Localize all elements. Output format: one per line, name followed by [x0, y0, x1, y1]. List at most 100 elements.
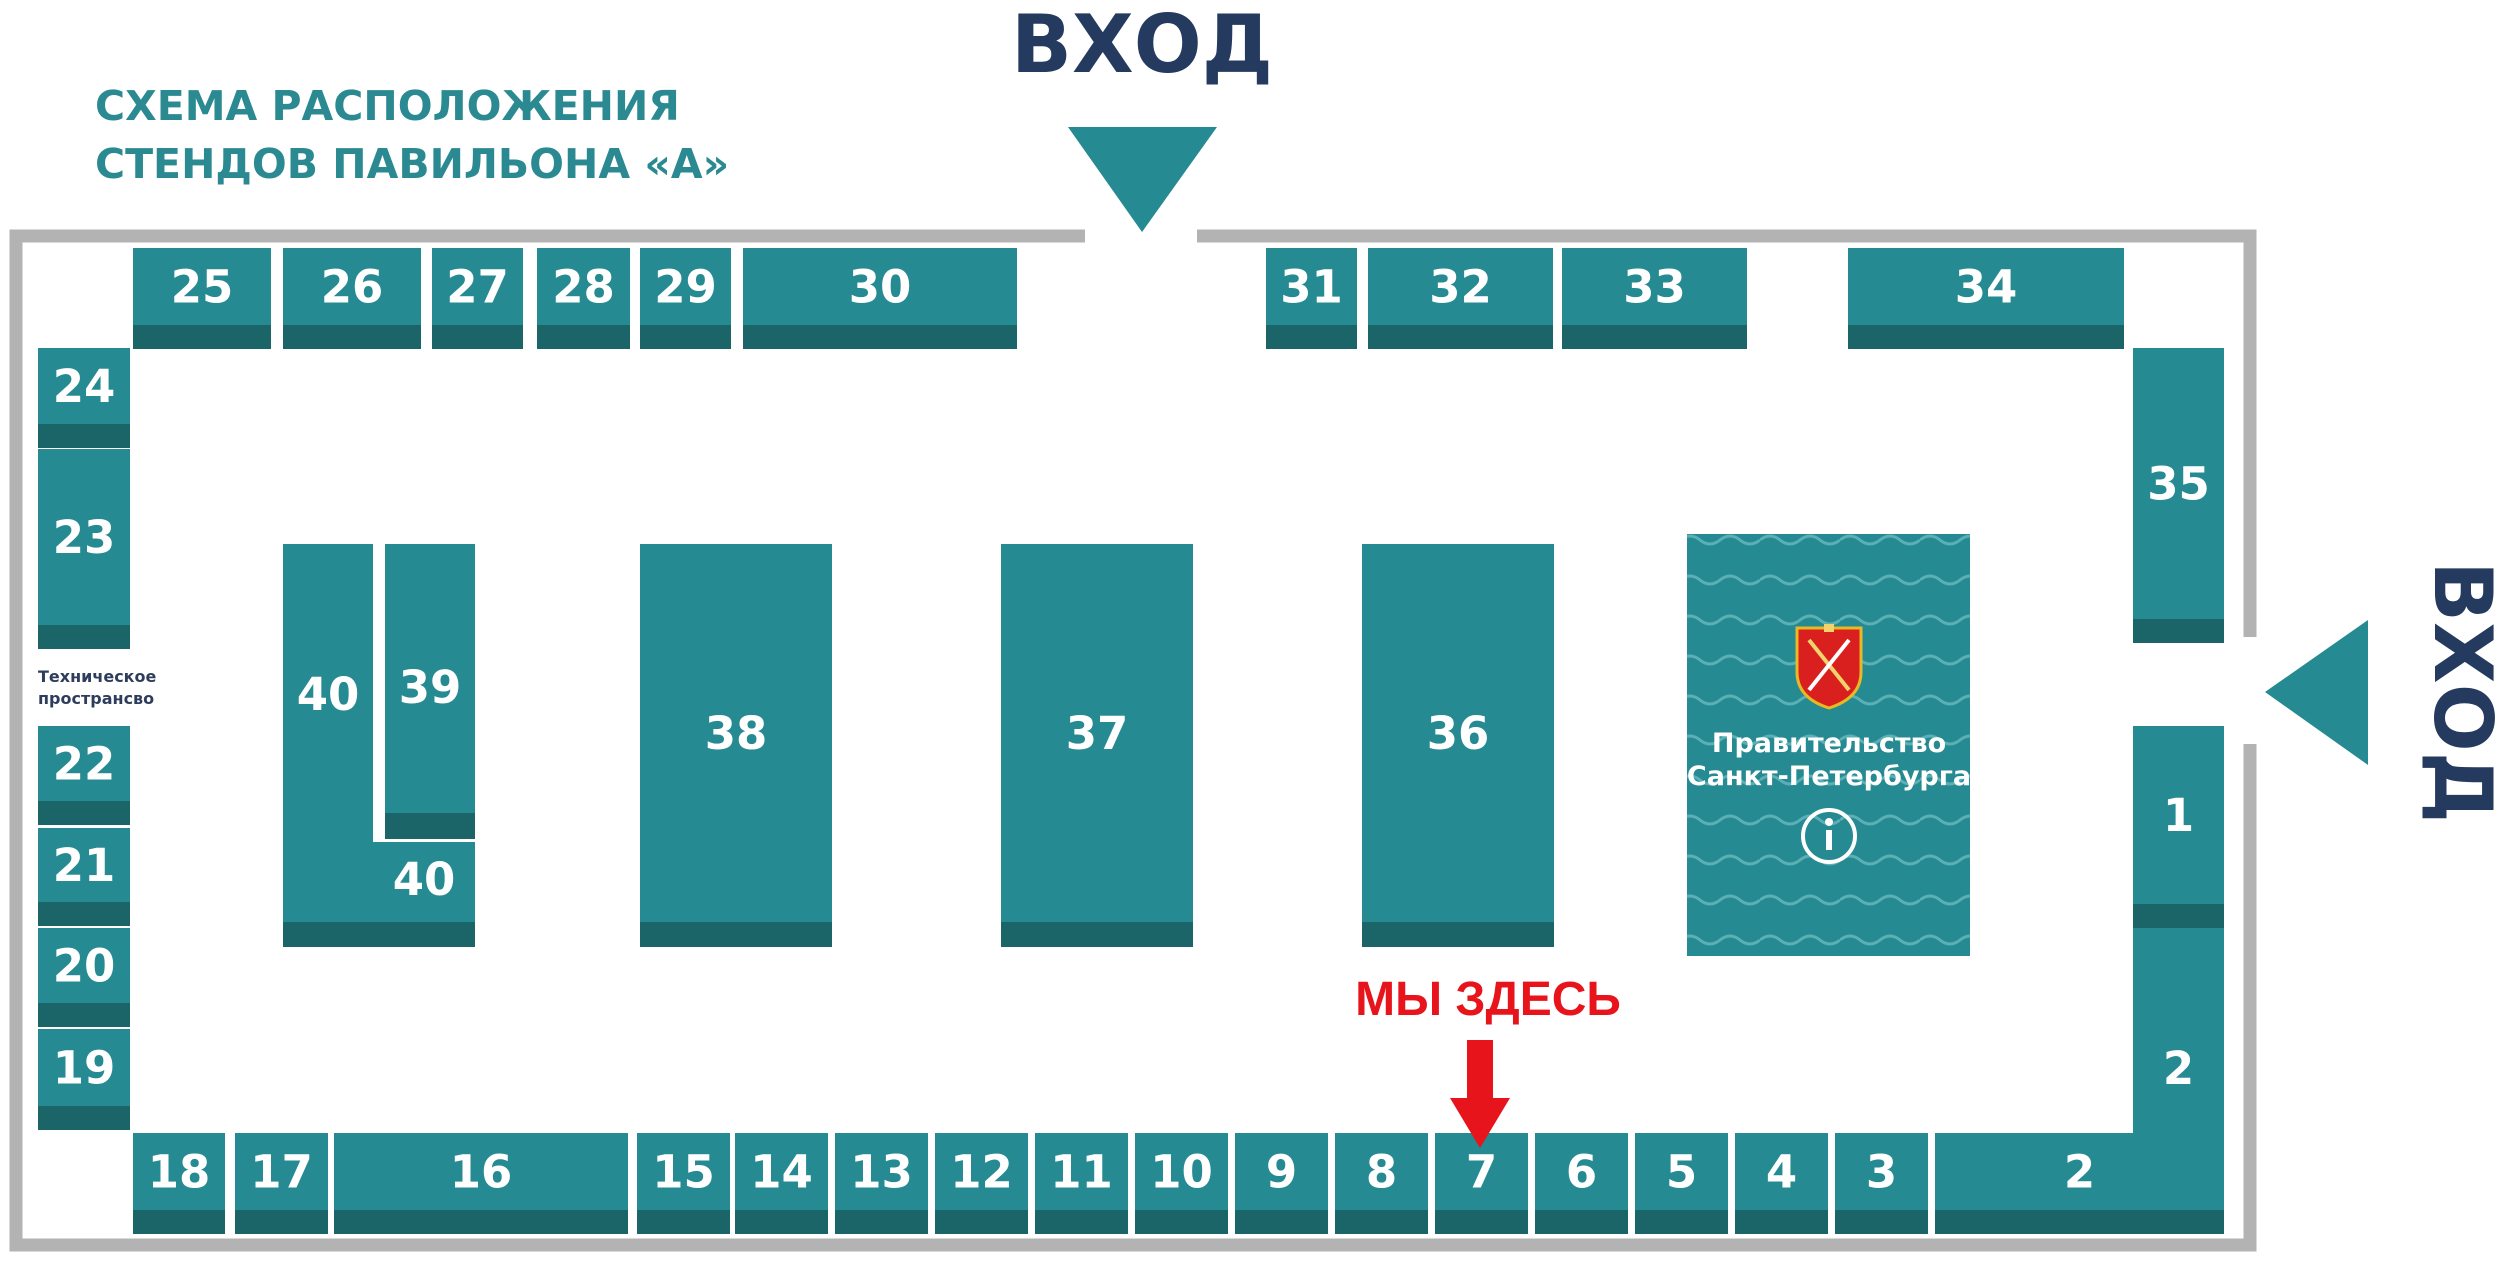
stand-left-19-base — [38, 1106, 130, 1130]
stand-bottom-2-label: 2 — [2064, 1146, 2095, 1199]
stand-center-37[interactable]: 37 — [1001, 544, 1193, 947]
stand-left-21-label: 21 — [53, 839, 116, 892]
stand-right-1[interactable]: 1 — [2133, 726, 2224, 928]
government-stand[interactable]: Правительство Санкт-Петербурга — [1687, 534, 1971, 956]
stand-bottom-16[interactable]: 16 — [334, 1133, 628, 1234]
stand-bottom-18-base — [133, 1210, 225, 1234]
map-title: СХЕМА РАСПОЛОЖЕНИЯ СТЕНДОВ ПАВИЛЬОНА «А» — [95, 82, 729, 188]
stand-left-24-base — [38, 424, 130, 448]
top-entrance[interactable]: ВХОД — [1011, 0, 1273, 232]
stand-bottom-13[interactable]: 13 — [835, 1133, 928, 1234]
stand-left-20[interactable]: 20 — [38, 928, 130, 1027]
stand-bottom-5[interactable]: 5 — [1635, 1133, 1728, 1234]
stand-left-21-base — [38, 902, 130, 926]
stand-bottom-18-label: 18 — [148, 1146, 211, 1199]
stand-top-34-label: 34 — [1955, 261, 2018, 314]
stand-bottom-18[interactable]: 18 — [133, 1133, 225, 1234]
stand-bottom-16-base — [334, 1210, 628, 1234]
government-stand-background — [1687, 534, 1970, 956]
you-are-here-arrow-icon — [1450, 1040, 1510, 1148]
right-entrance-arrow-icon — [2265, 620, 2368, 765]
stand-top-29[interactable]: 29 — [640, 248, 731, 349]
stand-top-28-base — [537, 325, 630, 349]
technical-space-line2: пространсво — [38, 689, 154, 708]
stand-left-19[interactable]: 19 — [38, 1029, 130, 1130]
stand-bottom-10-label: 10 — [1150, 1146, 1213, 1199]
stand-bottom-3[interactable]: 3 — [1835, 1133, 1928, 1234]
stand-bottom-15[interactable]: 15 — [637, 1133, 730, 1234]
stand-right-35-body — [2133, 348, 2224, 643]
stand-left-23-label: 23 — [53, 511, 116, 564]
stand-top-34[interactable]: 34 — [1848, 248, 2124, 349]
stand-center-37-label: 37 — [1066, 707, 1129, 760]
right-entrance[interactable]: ВХОД — [2265, 561, 2500, 823]
stand-left-23-body — [38, 449, 130, 649]
stand-top-27[interactable]: 27 — [432, 248, 523, 349]
saint-petersburg-coat-of-arms-icon — [1795, 624, 1863, 710]
stand-top-28[interactable]: 28 — [537, 248, 630, 349]
stand-center-36[interactable]: 36 — [1362, 544, 1554, 947]
stand-top-33-label: 33 — [1623, 261, 1686, 314]
wall-top-right — [1197, 229, 2257, 637]
stand-right-35[interactable]: 35 — [2133, 348, 2224, 643]
map-title-line2: СТЕНДОВ ПАВИЛЬОНА «А» — [95, 140, 729, 188]
wall-main — [9, 229, 2257, 1252]
stand-bottom-12[interactable]: 12 — [935, 1133, 1028, 1234]
stand-bottom-6-label: 6 — [1566, 1146, 1597, 1199]
stand-bottom-8[interactable]: 8 — [1335, 1133, 1428, 1234]
government-line1: Правительство — [1712, 728, 1946, 759]
stand-top-32[interactable]: 32 — [1368, 248, 1553, 349]
stand-40-group[interactable]: 40 40 — [283, 544, 475, 947]
stand-bottom-2[interactable]: 2 — [1935, 1133, 2224, 1234]
stand-bottom-3-label: 3 — [1866, 1146, 1897, 1199]
stand-bottom-12-label: 12 — [950, 1146, 1013, 1199]
stand-top-33[interactable]: 33 — [1562, 248, 1747, 349]
stand-left-24[interactable]: 24 — [38, 348, 130, 448]
stand-bottom-11-base — [1035, 1210, 1128, 1234]
stand-center-38-body — [640, 544, 832, 947]
pavilion-walls — [9, 229, 2257, 1252]
stand-center-38[interactable]: 38 — [640, 544, 832, 947]
stand-top-31[interactable]: 31 — [1266, 248, 1357, 349]
stand-top-25-label: 25 — [171, 261, 234, 314]
stand-top-30-base — [743, 325, 1017, 349]
stand-left-20-label: 20 — [53, 940, 116, 993]
stand-left-22[interactable]: 22 — [38, 726, 130, 825]
stand-top-30[interactable]: 30 — [743, 248, 1017, 349]
stand-top-31-label: 31 — [1280, 261, 1343, 314]
stand-left-23[interactable]: 23 — [38, 449, 130, 649]
stand-top-27-label: 27 — [446, 261, 509, 314]
stand-top-32-base — [1368, 325, 1553, 349]
stand-top-33-base — [1562, 325, 1747, 349]
stand-bottom-3-base — [1835, 1210, 1928, 1234]
stand-right-35-base — [2133, 619, 2224, 643]
stand-left-22-base — [38, 801, 130, 825]
stand-bottom-6-base — [1535, 1210, 1628, 1234]
stand-bottom-14[interactable]: 14 — [735, 1133, 828, 1234]
stand-39-base — [385, 813, 475, 839]
stand-bottom-7[interactable]: 7 — [1435, 1133, 1528, 1234]
stand-right-1-body — [2133, 726, 2224, 928]
you-are-here-marker: МЫ ЗДЕСЬ — [1355, 973, 1621, 1148]
stand-top-29-label: 29 — [654, 261, 717, 314]
stand-left-22-label: 22 — [53, 738, 116, 791]
stand-bottom-11[interactable]: 11 — [1035, 1133, 1128, 1234]
you-are-here-label: МЫ ЗДЕСЬ — [1355, 973, 1621, 1026]
stand-top-26[interactable]: 26 — [283, 248, 421, 349]
map-title-line1: СХЕМА РАСПОЛОЖЕНИЯ — [95, 82, 680, 130]
top-entrance-arrow-icon — [1068, 127, 1217, 232]
stand-center-36-label: 36 — [1427, 707, 1490, 760]
stand-center-38-base — [640, 922, 832, 947]
stand-bottom-16-label: 16 — [450, 1146, 513, 1199]
stand-top-34-base — [1848, 325, 2124, 349]
stand-bottom-4[interactable]: 4 — [1735, 1133, 1828, 1234]
stand-top-25[interactable]: 25 — [133, 248, 271, 349]
stand-bottom-6[interactable]: 6 — [1535, 1133, 1628, 1234]
info-icon[interactable] — [1801, 808, 1857, 864]
stand-left-21[interactable]: 21 — [38, 828, 130, 926]
stand-bottom-17[interactable]: 17 — [235, 1133, 328, 1234]
stand-39-group[interactable]: 39 — [385, 544, 475, 839]
stand-right-1-base — [2133, 904, 2224, 928]
stand-bottom-10[interactable]: 10 — [1135, 1133, 1228, 1234]
stand-bottom-9[interactable]: 9 — [1235, 1133, 1328, 1234]
